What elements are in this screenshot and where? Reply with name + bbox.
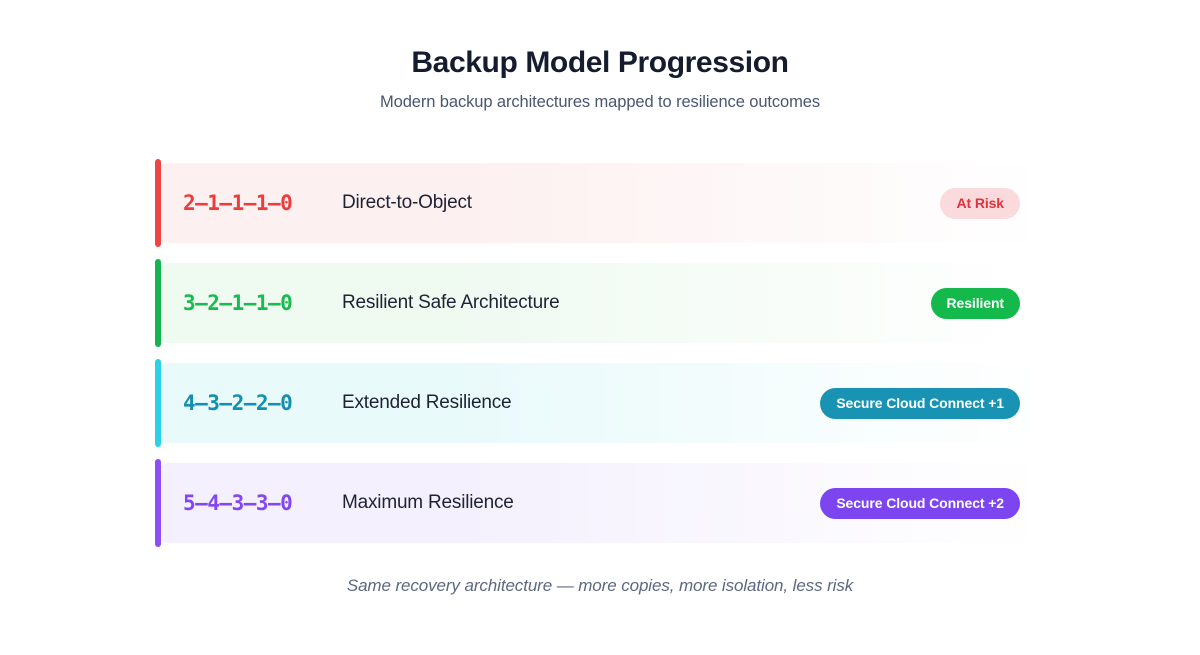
- status-badge[interactable]: Secure Cloud Connect +1: [820, 387, 1020, 419]
- status-badge[interactable]: Resilient: [930, 287, 1020, 319]
- footer-caption: Same recovery architecture — more copies…: [346, 576, 854, 595]
- row-background: [155, 163, 1042, 243]
- page-subtitle: Modern backup architectures mapped to re…: [379, 93, 821, 111]
- row-code: 2–1–1–1–0: [183, 191, 293, 215]
- row-label: Maximum Resilience: [342, 492, 514, 513]
- row-accent-bar: [155, 159, 161, 247]
- list-item[interactable]: 5–4–3–3–0 Maximum Resilience Secure Clou…: [155, 459, 1042, 547]
- progression-list: 2–1–1–1–0 Direct-to-Object At Risk 3–2–1…: [155, 159, 1042, 563]
- list-item[interactable]: 4–3–2–2–0 Extended Resilience Secure Clo…: [155, 359, 1042, 447]
- header: Backup Model Progression Modern backup a…: [0, 44, 1200, 113]
- row-badge-container: At Risk: [940, 187, 1042, 219]
- status-badge[interactable]: Secure Cloud Connect +2: [820, 487, 1020, 519]
- page-title: Backup Model Progression: [411, 46, 789, 79]
- row-background: [155, 263, 1042, 343]
- row-code: 4–3–2–2–0: [183, 391, 293, 415]
- row-code: 3–2–1–1–0: [183, 291, 293, 315]
- row-label: Resilient Safe Architecture: [342, 292, 560, 313]
- row-label: Extended Resilience: [342, 392, 512, 413]
- row-label: Direct-to-Object: [342, 192, 472, 213]
- row-accent-bar: [155, 459, 161, 547]
- row-badge-container: Secure Cloud Connect +2: [820, 487, 1042, 519]
- row-badge-container: Secure Cloud Connect +1: [820, 387, 1042, 419]
- row-accent-bar: [155, 359, 161, 447]
- list-item[interactable]: 2–1–1–1–0 Direct-to-Object At Risk: [155, 159, 1042, 247]
- status-badge[interactable]: At Risk: [940, 187, 1020, 219]
- row-badge-container: Resilient: [930, 287, 1042, 319]
- list-item[interactable]: 3–2–1–1–0 Resilient Safe Architecture Re…: [155, 259, 1042, 347]
- row-code: 5–4–3–3–0: [183, 491, 293, 515]
- row-accent-bar: [155, 259, 161, 347]
